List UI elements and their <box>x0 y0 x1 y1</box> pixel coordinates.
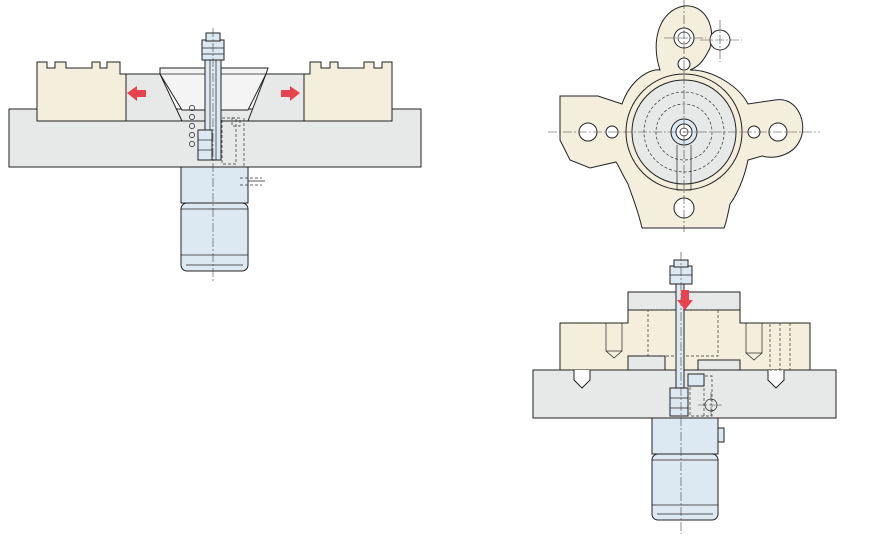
left-inner-ring <box>125 73 183 122</box>
right-jaw <box>303 61 393 122</box>
fixture-body <box>559 309 811 371</box>
push-right-arrow <box>281 86 300 101</box>
hydraulic-cylinder-lower <box>180 202 249 272</box>
ball-holes <box>189 105 195 147</box>
side-section-view <box>532 252 837 534</box>
front-section-view <box>8 28 422 282</box>
side-cylinder-upper <box>651 417 719 455</box>
hydraulic-cylinder-upper <box>180 166 249 204</box>
right-inner-ring <box>247 73 305 122</box>
top-plan-view <box>548 0 820 232</box>
push-down-arrow <box>677 290 693 310</box>
push-left-arrow <box>127 86 146 101</box>
counterbored-holes <box>573 322 785 389</box>
side-cylinder-lower <box>651 453 719 521</box>
left-jaw <box>36 61 127 122</box>
